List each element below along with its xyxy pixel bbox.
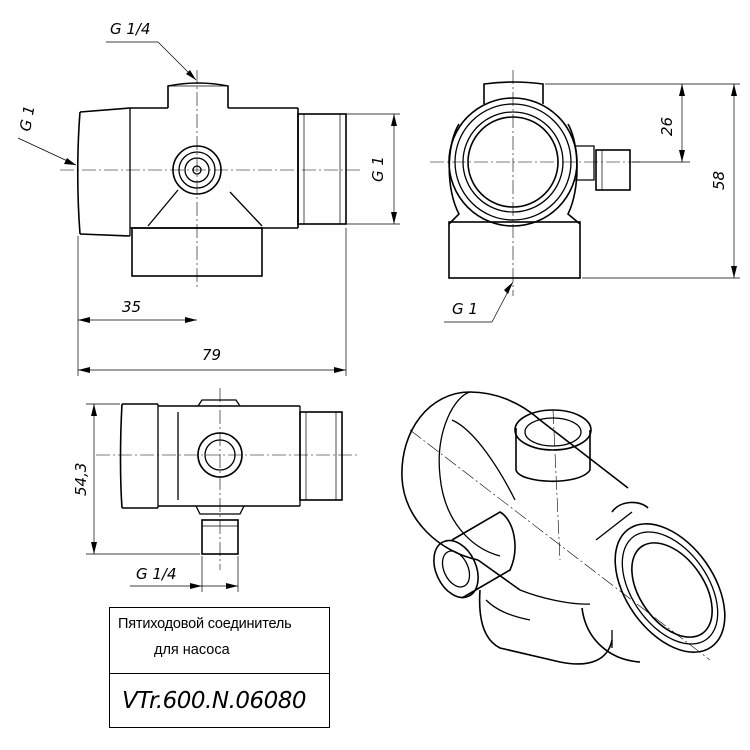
top-dimensions: 54,3 G 1/4 (72, 403, 239, 592)
front-width-total-label: 79 (202, 346, 221, 364)
front-dimensions: G 1/4 G 1 G 1 35 79 (16, 20, 400, 376)
title-block-name-cell: Пятиходовой соединитель для насоса (110, 608, 329, 674)
title-block: Пятиходовой соединитель для насоса VTr.6… (109, 607, 330, 728)
side-bottom-thread-label: G 1 (452, 300, 478, 318)
title-part-code: VTr.600.N.06080 (122, 688, 307, 714)
top-thread-label: G 1/4 (136, 565, 177, 583)
front-right-thread-label: G 1 (369, 156, 387, 182)
side-height-total-label: 58 (710, 171, 728, 190)
top-view (96, 388, 358, 570)
front-width-partial-label: 35 (122, 298, 141, 316)
side-view (430, 70, 640, 296)
top-height-label: 54,3 (72, 463, 90, 496)
front-view (60, 70, 360, 290)
side-dimensions: 26 58 G 1 (444, 83, 740, 323)
isometric-view (401, 391, 726, 665)
front-left-thread-label: G 1 (16, 104, 38, 133)
side-height-upper-label: 26 (658, 117, 676, 136)
title-name-line2: для насоса (154, 642, 230, 658)
title-name-line1: Пятиходовой соединитель (118, 616, 292, 632)
front-top-thread-label: G 1/4 (110, 20, 151, 38)
